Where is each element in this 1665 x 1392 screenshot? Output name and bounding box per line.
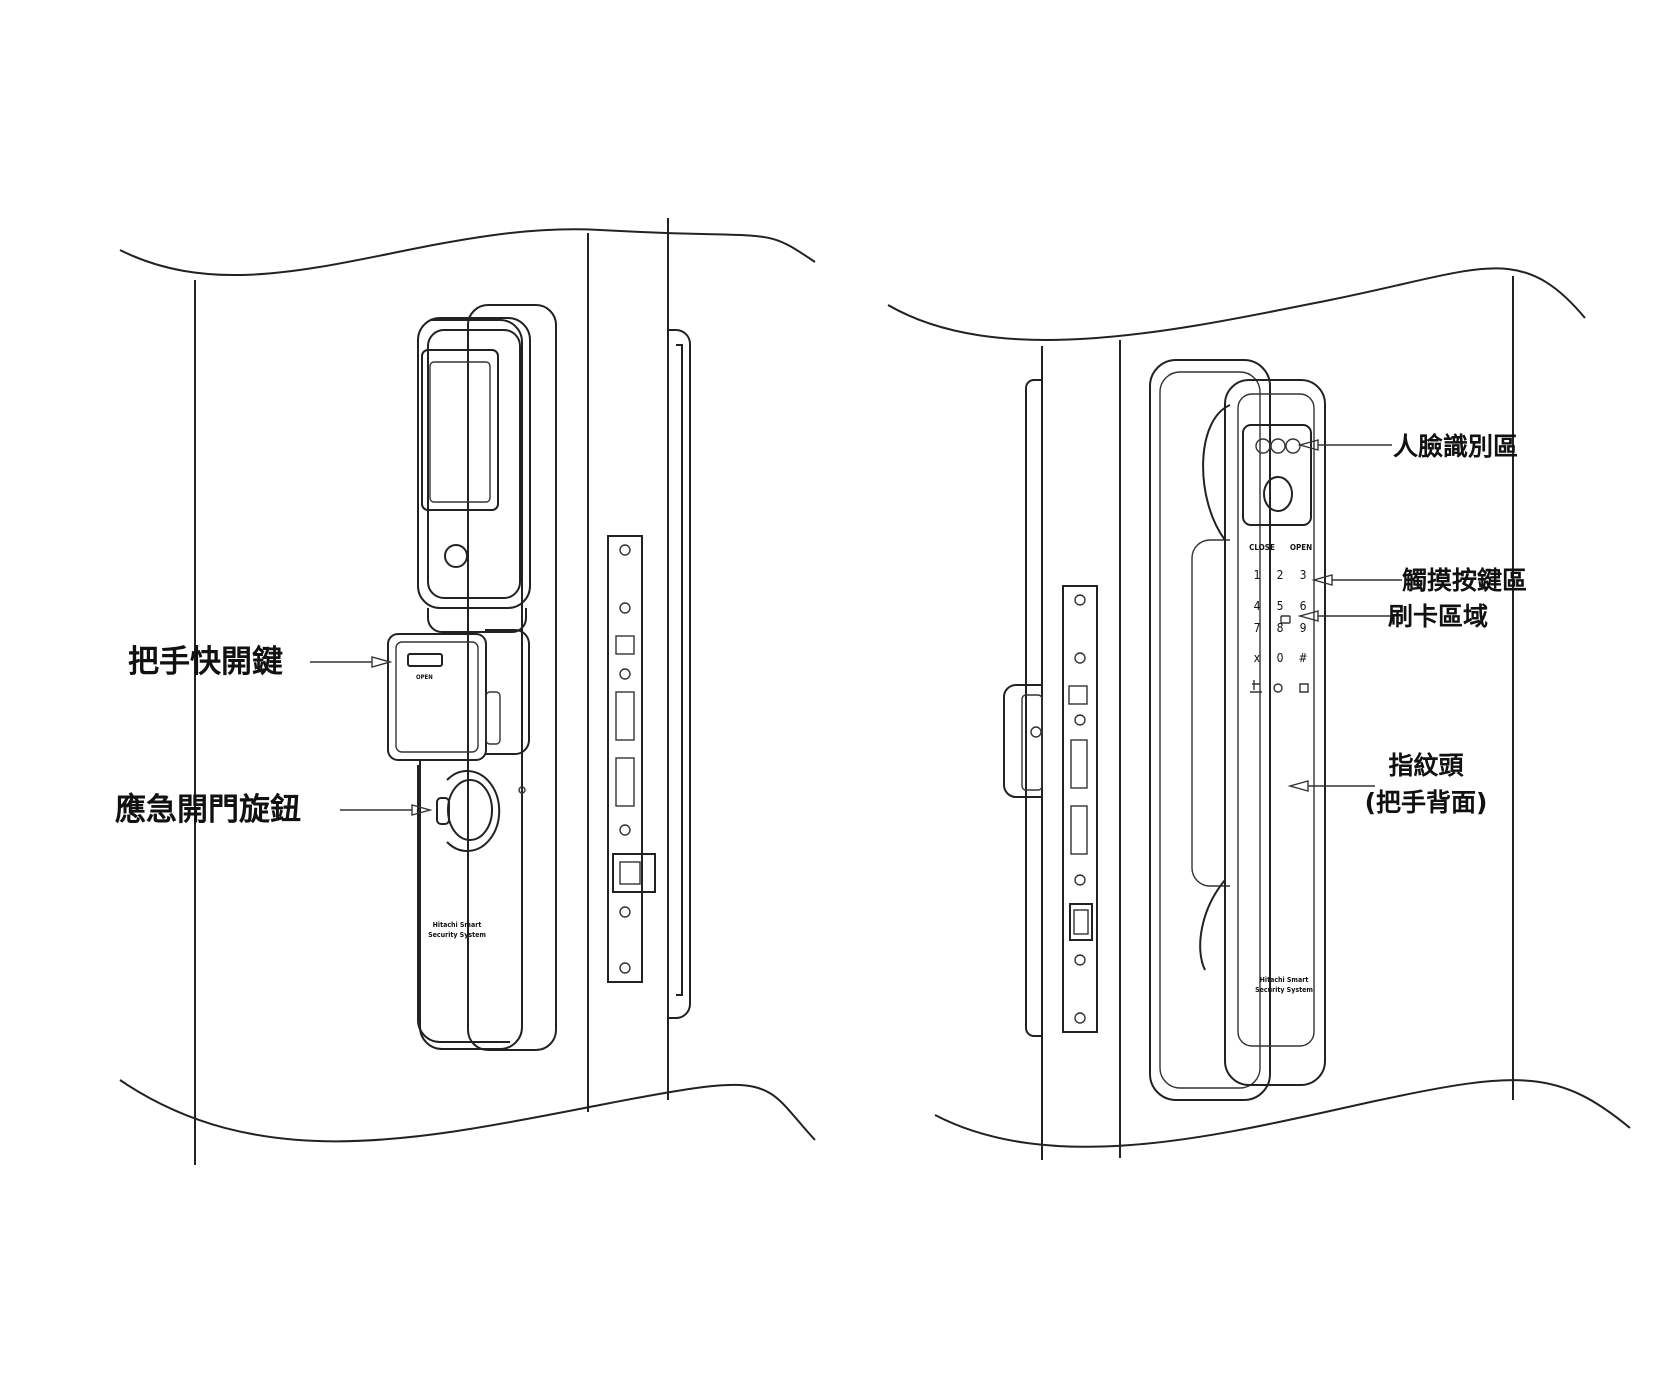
label-touch-keypad: 觸摸按鍵區	[1402, 566, 1527, 595]
keypad-key: x	[1254, 651, 1261, 665]
open-button-text-left: OPEN	[416, 674, 433, 681]
keypad-key: 9	[1300, 621, 1307, 635]
keypad-key: #	[1298, 651, 1307, 665]
keypad-key: 7	[1254, 621, 1261, 635]
label-card-area: 刷卡區域	[1388, 602, 1488, 631]
open-text-right: OPEN	[1290, 543, 1312, 552]
label-quick-open-key: 把手快開鍵	[128, 644, 283, 680]
touch-keypad: 1 2 3 4 5 6 7 8 9 x 0 #	[1254, 568, 1308, 665]
keypad-key: 8	[1277, 621, 1284, 635]
right-door-view	[887, 267, 1631, 1160]
label-face-recognition: 人臉識別區	[1393, 432, 1518, 461]
keypad-key: 3	[1300, 568, 1307, 582]
label-emergency-knob: 應急開門旋鈕	[115, 792, 301, 828]
brand-right-line1: Hitachi Smart	[1260, 976, 1309, 984]
keypad-key: 0	[1277, 651, 1284, 665]
label-fingerprint: 指紋頭	[1388, 751, 1464, 780]
keypad-key: 5	[1277, 599, 1284, 613]
brand-right-line2: Security System	[1255, 986, 1313, 994]
keypad-key: 6	[1300, 599, 1307, 613]
keypad-key: 1	[1254, 568, 1261, 582]
left-door-view	[119, 218, 816, 1165]
brand-left-line2: Security System	[428, 931, 486, 939]
label-fingerprint-note: (把手背面)	[1365, 788, 1488, 817]
keypad-key: 4	[1254, 599, 1261, 613]
brand-left-line1: Hitachi Smart	[433, 921, 482, 929]
close-text: CLOSE	[1249, 543, 1275, 552]
keypad-key: 2	[1277, 568, 1284, 582]
